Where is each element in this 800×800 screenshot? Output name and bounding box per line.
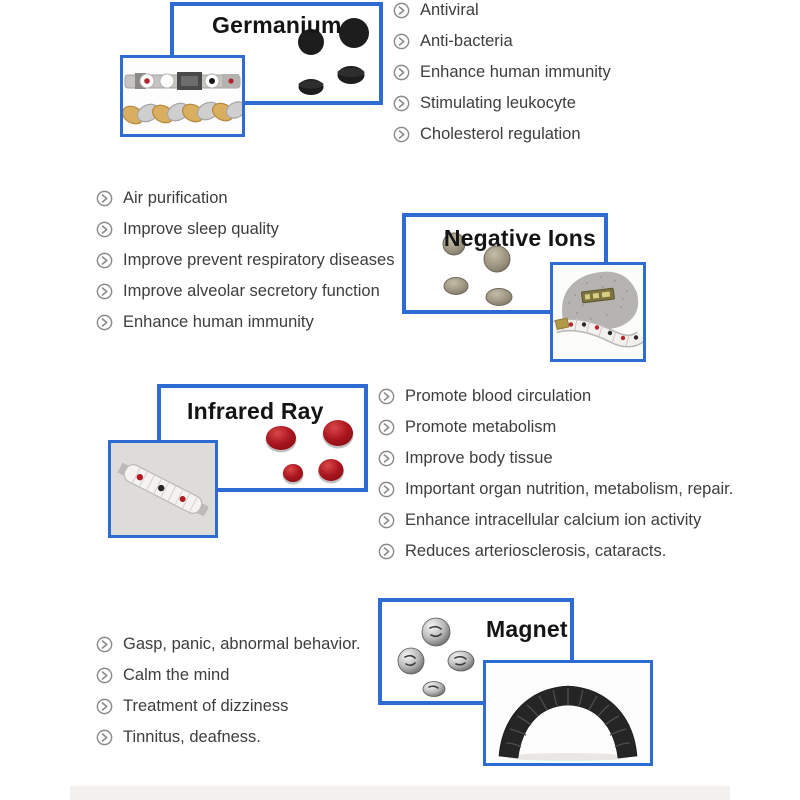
benefit-item: Calm the mind [96, 665, 361, 685]
benefit-label: Tinnitus, deafness. [123, 728, 261, 746]
benefit-label: Calm the mind [123, 666, 230, 684]
benefit-label: Antiviral [420, 1, 479, 19]
benefit-label: Improve body tissue [405, 449, 553, 467]
circle-arrow-right-icon [96, 252, 113, 268]
benefit-item: Air purification [96, 188, 394, 208]
benefit-label: Enhance human immunity [123, 313, 314, 331]
circle-arrow-right-icon [96, 729, 113, 745]
benefit-item: Enhance human immunity [393, 62, 611, 82]
circle-arrow-right-icon [378, 450, 395, 466]
benefit-item: Enhance intracellular calcium ion activi… [378, 510, 733, 530]
germanium-bracelet-photo [120, 55, 245, 137]
benefit-item: Improve sleep quality [96, 219, 394, 239]
benefit-label: Anti-bacteria [420, 32, 513, 50]
benefit-item: Cholesterol regulation [393, 124, 611, 144]
benefit-item: Stimulating leukocyte [393, 93, 611, 113]
benefit-item: Gasp, panic, abnormal behavior. [96, 634, 361, 654]
bottom-strip [70, 786, 730, 800]
circle-arrow-right-icon [378, 543, 395, 559]
circle-arrow-right-icon [96, 314, 113, 330]
benefit-label: Gasp, panic, abnormal behavior. [123, 635, 361, 653]
benefit-label: Enhance human immunity [420, 63, 611, 81]
circle-arrow-right-icon [378, 419, 395, 435]
benefit-item: Promote blood circulation [378, 386, 733, 406]
benefit-item: Antiviral [393, 0, 611, 20]
magnet-title: Magnet [486, 616, 568, 642]
circle-arrow-right-icon [96, 283, 113, 299]
circle-arrow-right-icon [96, 221, 113, 237]
benefit-label: Stimulating leukocyte [420, 94, 576, 112]
circle-arrow-right-icon [393, 95, 410, 111]
benefit-label: Cholesterol regulation [420, 125, 581, 143]
benefit-label: Improve prevent respiratory diseases [123, 251, 395, 269]
circle-arrow-right-icon [393, 33, 410, 49]
negative-ion-stones-image [442, 232, 513, 306]
circle-arrow-right-icon [393, 2, 410, 18]
benefit-label: Important organ nutrition, metabolism, r… [405, 480, 734, 498]
circle-arrow-right-icon [96, 698, 113, 714]
infrared-bracelet-photo [108, 440, 218, 538]
circle-arrow-right-icon [96, 636, 113, 652]
benefit-item: Improve body tissue [378, 448, 733, 468]
benefit-label: Air purification [123, 189, 228, 207]
negative-ions-pouch-photo [550, 262, 646, 362]
germanium-stones-image [298, 18, 369, 95]
benefit-item: Enhance human immunity [96, 312, 394, 332]
germanium-title: Germanium [212, 12, 342, 38]
negative-ions-title: Negative Ions [443, 225, 596, 251]
benefit-item: Improve prevent respiratory diseases [96, 250, 394, 270]
infrared-stones-image [265, 420, 354, 485]
benefit-item: Reduces arteriosclerosis, cataracts. [378, 541, 733, 561]
benefit-label: Improve alveolar secretory function [123, 282, 380, 300]
benefit-item: Improve alveolar secretory function [96, 281, 394, 301]
benefit-label: Treatment of dizziness [123, 697, 289, 715]
benefit-item: Promote metabolism [378, 417, 733, 437]
infrared-ray-title: Infrared Ray [187, 398, 324, 424]
benefit-item: Treatment of dizziness [96, 696, 361, 716]
infrared-benefits-list: Promote blood circulation Promote metabo… [378, 386, 733, 572]
germanium-benefits-list: Antiviral Anti-bacteria Enhance human im… [393, 0, 611, 155]
circle-arrow-right-icon [393, 126, 410, 142]
circle-arrow-right-icon [378, 388, 395, 404]
benefit-item: Tinnitus, deafness. [96, 727, 361, 747]
benefit-item: Anti-bacteria [393, 31, 611, 51]
circle-arrow-right-icon [96, 667, 113, 683]
benefit-item: Important organ nutrition, metabolism, r… [378, 479, 733, 499]
magnet-benefits-list: Gasp, panic, abnormal behavior. Calm the… [96, 634, 361, 758]
negative-ions-benefits-list: Air purification Improve sleep quality I… [96, 188, 394, 343]
magnet-balls-image [397, 617, 475, 697]
benefit-label: Reduces arteriosclerosis, cataracts. [405, 542, 667, 560]
circle-arrow-right-icon [378, 512, 395, 528]
circle-arrow-right-icon [378, 481, 395, 497]
circle-arrow-right-icon [393, 64, 410, 80]
benefit-label: Promote blood circulation [405, 387, 592, 405]
magnet-bracelet-photo [483, 660, 653, 766]
benefit-label: Enhance intracellular calcium ion activi… [405, 511, 702, 529]
circle-arrow-right-icon [96, 190, 113, 206]
benefit-label: Improve sleep quality [123, 220, 279, 238]
benefit-label: Promote metabolism [405, 418, 557, 436]
